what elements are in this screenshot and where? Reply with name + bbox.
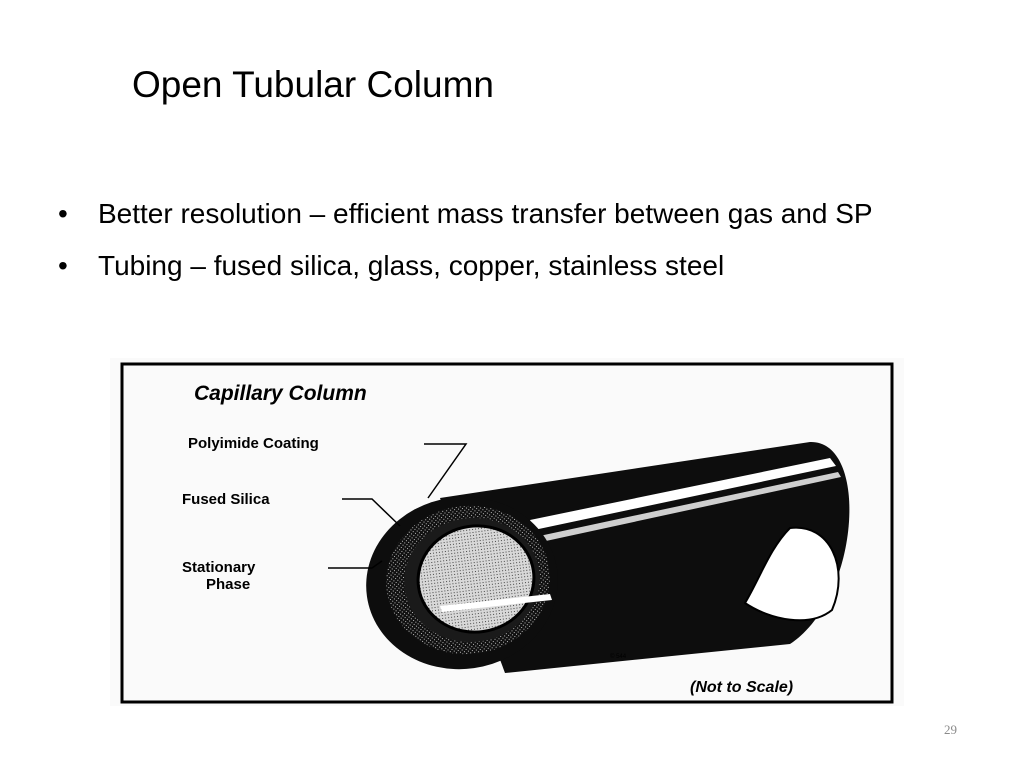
tube-highlight (530, 458, 836, 530)
bullet-icon: • (58, 198, 68, 229)
bullet-list: • Better resolution – efficient mass tra… (58, 193, 958, 297)
capillary-column-diagram: Capillary Column © 544 Polyimide Coating… (120, 362, 894, 704)
capillary-column-figure: Capillary Column © 544 Polyimide Coating… (110, 358, 904, 706)
leader-line-fused-silica (342, 498, 401, 527)
bore-highlight (440, 594, 552, 612)
bullet-text: Tubing – fused silica, glass, copper, st… (98, 250, 725, 281)
slide-title: Open Tubular Column (132, 64, 494, 105)
bullet-icon: • (58, 250, 68, 281)
figure-note: (Not to Scale) (690, 679, 793, 696)
tube-far-opening (743, 526, 840, 622)
figure-mark: © 544 (610, 653, 627, 660)
label-polyimide-coating: Polyimide Coating (188, 435, 319, 452)
bullet-text: Better resolution – efficient mass trans… (98, 198, 873, 229)
bullet-item: • Tubing – fused silica, glass, copper, … (58, 245, 958, 287)
leader-line-stationary (328, 560, 383, 569)
leader-line-polyimide (424, 443, 468, 499)
label-fused-silica: Fused Silica (182, 491, 270, 508)
bullet-item: • Better resolution – efficient mass tra… (58, 193, 958, 235)
page-number: 29 (944, 722, 957, 737)
figure-title: Capillary Column (194, 382, 367, 405)
label-stationary-line1: Stationary (182, 559, 256, 576)
label-stationary-line2: Phase (206, 576, 250, 593)
tube-highlight (530, 472, 841, 544)
figure-frame (120, 362, 894, 704)
